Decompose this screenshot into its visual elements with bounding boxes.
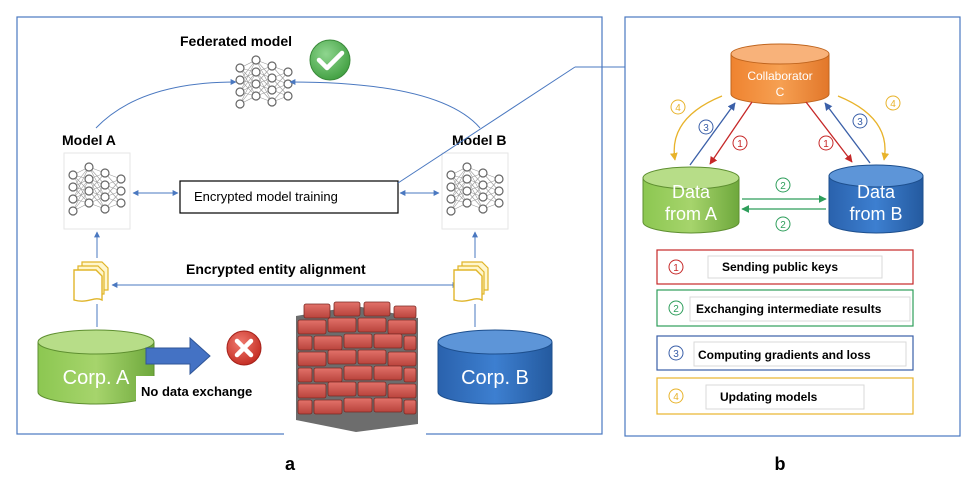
check-icon xyxy=(309,39,351,81)
corp-a-database xyxy=(37,329,155,405)
step-2-circle-bottom xyxy=(775,216,791,232)
legend-4-number: 4 xyxy=(673,392,679,403)
cross-icon xyxy=(226,330,262,366)
legend-row-1: 1 Sending public keys xyxy=(656,249,914,285)
data-b-label-line2: from B xyxy=(849,204,902,224)
corp-b-database xyxy=(437,329,553,405)
caption-a: a xyxy=(285,454,296,474)
legend-row-2: 2 Exchanging intermediate results xyxy=(656,289,914,327)
legend-4-label: Updating models xyxy=(720,390,818,404)
data-a-database xyxy=(642,166,740,234)
arrow-gradients-from-b xyxy=(824,102,871,164)
federated-model-label: Federated model xyxy=(180,33,292,49)
step-2-circle-top xyxy=(775,177,791,193)
encrypted-training-box xyxy=(179,180,399,214)
step-4-circle-right xyxy=(885,95,901,111)
corp-b-label: Corp. B xyxy=(461,367,529,389)
arrow-update-b xyxy=(837,95,890,161)
arrow-keys-to-b xyxy=(805,101,853,163)
legend-1-number: 1 xyxy=(673,263,679,274)
step-4-number-right: 4 xyxy=(890,99,896,110)
step-3-circle-left xyxy=(698,119,714,135)
data-a-label-line1: Data xyxy=(672,182,711,202)
connector-line-diagonal xyxy=(397,66,576,184)
step-3-number-right: 3 xyxy=(857,117,863,128)
legend-3-number: 3 xyxy=(673,349,679,360)
brick-wall-icon xyxy=(284,301,426,435)
arrow-gradients-from-a xyxy=(689,102,736,166)
arrow-update-a xyxy=(670,95,723,161)
legend-2-label: Exchanging intermediate results xyxy=(696,302,882,316)
step-1-circle-right xyxy=(818,135,834,151)
legend-row-3: 3 Computing gradients and loss xyxy=(656,335,914,371)
arc-b-to-federated xyxy=(289,79,481,129)
federated-label-box xyxy=(168,26,304,54)
step-1-number-right: 1 xyxy=(823,139,829,150)
no-exchange-box xyxy=(136,376,264,406)
step-1-number-left: 1 xyxy=(737,139,743,150)
step-3-number-left: 3 xyxy=(703,123,709,134)
legend-3-label: Computing gradients and loss xyxy=(698,348,871,362)
legend-2-number: 2 xyxy=(673,304,679,315)
encrypted-training-label: Encrypted model training xyxy=(194,189,338,204)
no-exchange-label: No data exchange xyxy=(141,384,252,399)
model-b-label: Model B xyxy=(452,132,506,148)
step-3-circle-right xyxy=(852,113,868,129)
legend: 1 Sending public keys 2 Exchanging inter… xyxy=(656,249,914,415)
collaborator-database xyxy=(730,43,830,105)
corp-a-label: Corp. A xyxy=(63,367,130,389)
step-2-number-bottom: 2 xyxy=(780,220,786,231)
step-4-number-left: 4 xyxy=(675,103,681,114)
collaborator-label-line1: Collaborator xyxy=(747,69,812,83)
data-a-label-line2: from A xyxy=(665,204,717,224)
collaborator-label-line2: C xyxy=(776,85,785,99)
legend-row-4: 4 Updating models xyxy=(656,377,914,415)
arc-a-to-federated xyxy=(95,79,237,129)
model-a-label: Model A xyxy=(62,132,116,148)
caption-b: b xyxy=(775,454,786,474)
step-4-circle-left xyxy=(670,99,686,115)
data-b-database xyxy=(828,164,924,234)
step-1-circle-left xyxy=(732,135,748,151)
data-b-label-line1: Data xyxy=(857,182,896,202)
entity-alignment-label: Encrypted entity alignment xyxy=(186,261,366,277)
step-2-number-top: 2 xyxy=(780,181,786,192)
legend-1-label: Sending public keys xyxy=(722,260,838,274)
block-arrow-icon xyxy=(145,336,211,376)
arrow-keys-to-a xyxy=(709,101,753,165)
